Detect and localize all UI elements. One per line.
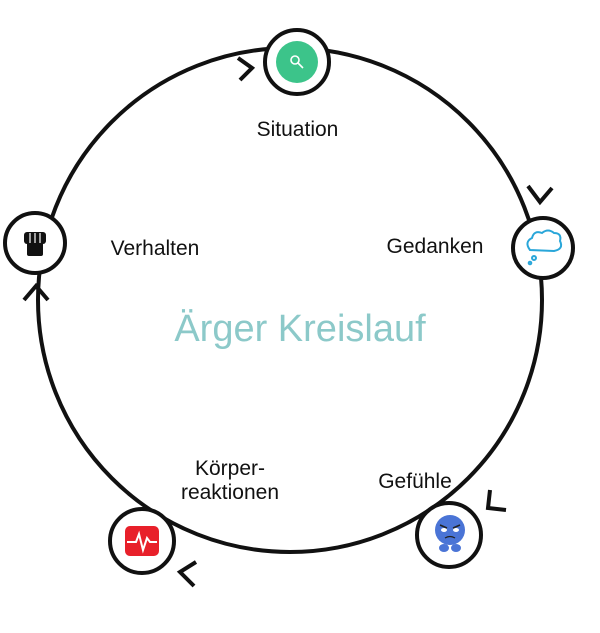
label-koerper-line2: reaktionen bbox=[180, 481, 280, 504]
arrow-to-gefuehle bbox=[485, 489, 507, 512]
label-verhalten: Verhalten bbox=[110, 237, 200, 260]
arrow-to-verhalten bbox=[22, 282, 50, 302]
thought-cloud-icon bbox=[526, 229, 563, 266]
node-gefuehle bbox=[415, 501, 483, 569]
arrow-to-situation bbox=[236, 56, 256, 82]
node-gedanken bbox=[511, 216, 575, 280]
magnifier-icon bbox=[290, 55, 304, 69]
label-gedanken: Gedanken bbox=[386, 235, 484, 258]
arrow-to-gedanken bbox=[526, 184, 554, 206]
label-koerper: Körper- reaktionen bbox=[165, 457, 295, 505]
label-gefuehle: Gefühle bbox=[378, 470, 452, 493]
arrow-to-koerper bbox=[176, 560, 198, 588]
fist-icon bbox=[24, 232, 46, 256]
node-situation bbox=[263, 28, 331, 96]
node-verhalten bbox=[3, 211, 67, 275]
heartbeat-icon bbox=[127, 530, 157, 554]
label-situation: Situation bbox=[256, 118, 339, 141]
angry-face-icon bbox=[435, 515, 465, 552]
label-koerper-line1: Körper- bbox=[194, 457, 266, 480]
diagram-title: Ärger Kreislauf bbox=[174, 308, 426, 350]
node-koerper bbox=[108, 507, 176, 575]
